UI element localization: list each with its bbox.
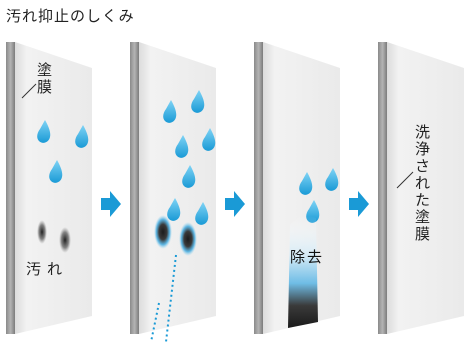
dirt-wash-stream xyxy=(288,216,318,328)
panel-edge xyxy=(378,42,387,334)
dirt-spot-wet xyxy=(179,222,197,256)
panel-4-clean xyxy=(378,42,464,334)
dirt-spot xyxy=(59,227,71,253)
panel-edge xyxy=(6,42,15,334)
cleaned-coating-label-text: 洗浄された塗膜 xyxy=(414,123,430,243)
panel-face xyxy=(15,42,92,334)
leader-line xyxy=(21,83,37,99)
leader-line xyxy=(396,171,414,189)
panel-edge xyxy=(254,42,263,334)
panel-1-coating xyxy=(6,42,92,334)
cleaned-coating-label: 洗浄された塗膜 xyxy=(414,124,431,243)
panel-2-rain xyxy=(130,42,216,342)
panel-edge xyxy=(130,42,139,334)
dirt-spot-wet xyxy=(154,215,172,249)
coating-label: 塗膜 xyxy=(36,62,53,96)
arrow-right-icon xyxy=(101,191,121,217)
panel-face xyxy=(387,42,464,334)
arrow-right-icon xyxy=(225,191,245,217)
dirt-label: 汚れ xyxy=(26,260,69,278)
zoom-pointer-line xyxy=(150,302,160,342)
arrow-right-icon xyxy=(349,191,369,217)
panel-3-removal xyxy=(254,42,340,334)
coating-label-text: 塗膜 xyxy=(36,61,52,96)
dirt-spot xyxy=(37,220,47,244)
diagram-title: 汚れ抑止のしくみ xyxy=(6,7,135,25)
panel-face xyxy=(139,42,216,334)
removal-label: 除去 xyxy=(290,248,325,266)
